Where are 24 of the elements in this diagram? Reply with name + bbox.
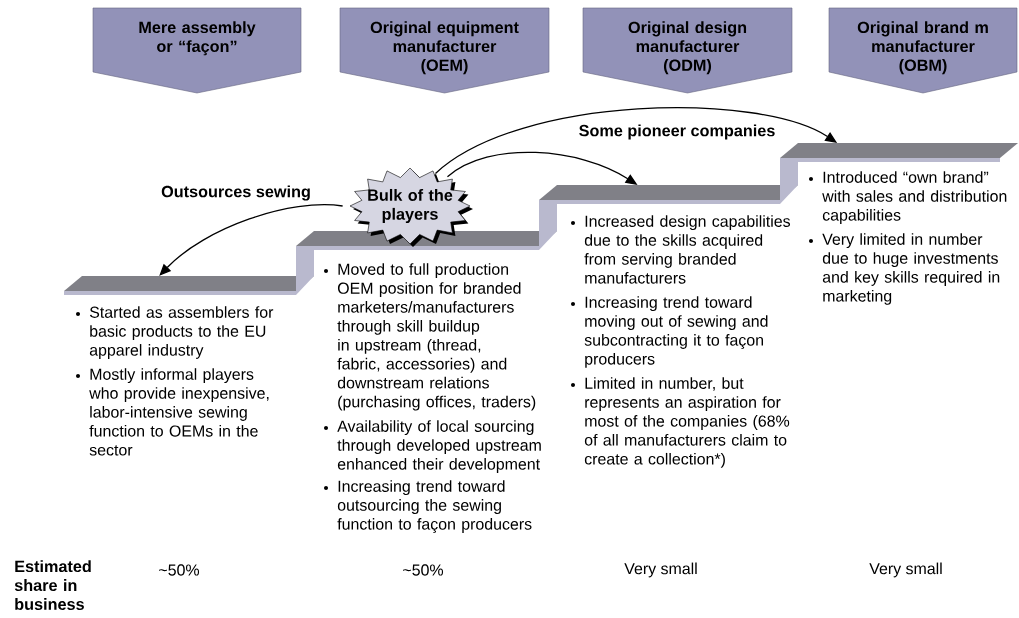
share-value: Very small [869,562,942,578]
bullet-text: Very limited in number due to huge investments and key skills required in marketing [809,233,1000,305]
bullet-text: Increasing trend toward outsourcing the sewing function to façon producers [324,480,532,533]
share-value: Very small [624,562,697,578]
starburst: Bulk of the players [349,167,473,247]
share-value: ~50% [159,564,200,576]
header-banner: Original equipment manufacturer (OEM) [339,7,550,94]
row-heading: Estimated share in business [14,560,91,610]
share-value: ~50% [403,564,444,576]
bullet-text: Mostly informal players who provide inexpensive, labor-intensive sewing function to OEMs in the sector [76,368,269,456]
bullet-text: Increasing trend toward moving out of sewing and subcontracting it to façon producers [571,296,768,368]
bullet-text: Started as assemblers for basic products to the EU apparel industry [76,306,274,359]
header-banner: Mere assembly or “façon” [92,7,302,94]
arrow [159,204,344,276]
bullet-text: Introduced “own brand” with sales and distribution capabilities [809,171,1007,224]
stair-step [780,143,1018,204]
bullet-text: Increased design capabilities due to the skills acquired from serving branded manufacturers [571,215,791,284]
bullet-text: Limited in number, but represents an aspiration for most of the companies (68% of all manufacturers claim to create a collection*) [571,377,790,468]
bullet-text: Availability of local sourcing through developed upstream enhanced their development [324,420,541,473]
edge-label: Some pioneer companies [577,123,777,141]
header-banner: Original design manufacturer (ODM) [582,7,793,94]
header-banner: Original brand m manufacturer (OBM) [828,7,1018,94]
bullet-text: Moved to full production OEM position for branded marketers/manufacturers through skill buildup in upstream (thread, fabric, accessories) and downstream relations (purchasing offices, traders) [324,263,536,411]
edge-label: Outsources sewing [160,184,312,202]
